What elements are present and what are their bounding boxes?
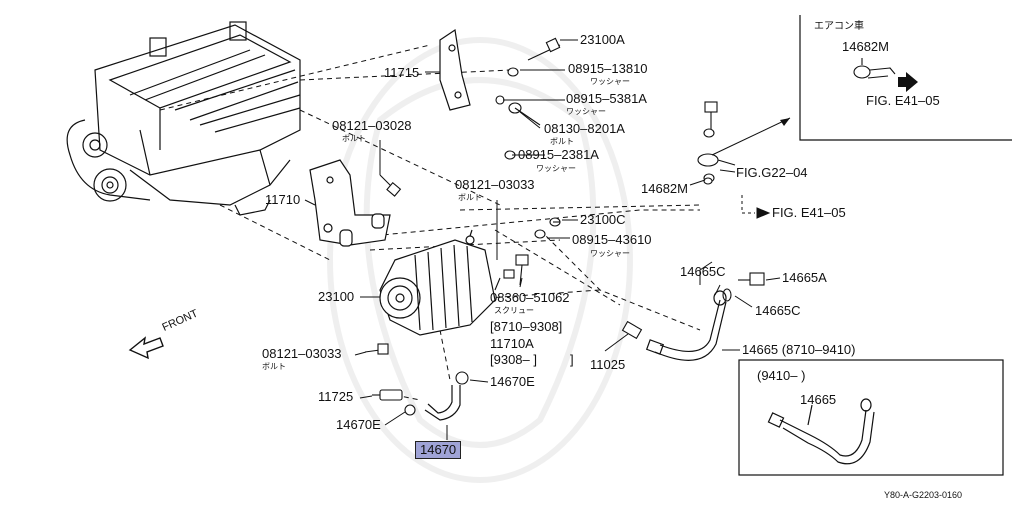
hoses	[424, 117, 791, 421]
label-14670E-right: 14670E	[490, 374, 535, 389]
label-14665A: 14665A	[782, 270, 827, 285]
ac-arrow	[898, 72, 918, 92]
hose-inset-box	[738, 359, 1004, 476]
label-range-8710-9308: [8710–9308]	[490, 319, 563, 334]
label-14665C-right: 14665C	[755, 303, 801, 318]
sub-washer-1: ワッシャー	[590, 77, 630, 86]
label-11710: 11710	[265, 192, 301, 207]
label-08360-51062: 08360–51062	[490, 290, 570, 305]
bracket-11715	[439, 28, 471, 111]
sub-washer-4: ワッシャー	[590, 249, 630, 258]
label-23100C: 23100C	[580, 212, 626, 227]
label-08915-5381A: 08915–5381A	[566, 91, 647, 106]
sub-washer-3: ワッシャー	[536, 164, 576, 173]
label-08915-13810: 08915–13810	[568, 61, 648, 76]
front-arrow	[128, 336, 164, 360]
label-fig-e41-05-inset: FIG. E41–05	[866, 93, 940, 108]
label-14665C-top: 14665C	[680, 264, 726, 279]
watermark-emblem	[327, 37, 633, 483]
label-fig-g22-04: FIG.G22–04	[736, 165, 808, 180]
alternator-23100	[379, 229, 496, 336]
label-14670E-left: 14670E	[336, 417, 381, 432]
ac-inset-part	[853, 58, 896, 79]
label-08121-03028: 08121–03028	[332, 118, 412, 133]
engine-drawing	[66, 21, 301, 216]
ac-inset-box	[799, 15, 1012, 141]
label-14670-highlighted: 14670	[415, 441, 462, 459]
dashed-guides	[159, 44, 701, 401]
sub-screw: スクリュー	[494, 306, 534, 315]
label-08121-03033-top: 08121–03033	[455, 177, 535, 192]
arrowhead	[780, 118, 790, 126]
sub-bolt-1: ボルト	[550, 137, 574, 146]
label-ac-14682M: 14682M	[842, 39, 889, 54]
label-23100A: 23100A	[580, 32, 625, 47]
fig-e41-mid-arrow	[741, 195, 771, 219]
label-23100: 23100	[318, 289, 355, 304]
label-11715: 11715	[384, 65, 420, 80]
label-inset-14665: 14665	[800, 392, 837, 407]
label-08130-8201A: 08130–8201A	[544, 121, 625, 136]
label-08915-43610: 08915–43610	[572, 232, 652, 247]
label-11725: 11725	[318, 389, 354, 404]
label-11710A: 11710A	[490, 336, 534, 351]
label-11025: 11025	[590, 357, 626, 372]
fasteners	[364, 37, 765, 416]
label-aircon: エアコン車	[814, 21, 864, 32]
label-range-9308: [9308– ]	[490, 352, 537, 367]
label-inset-range: (9410– )	[757, 368, 806, 383]
label-fig-e41-05-mid: FIG. E41–05	[772, 205, 846, 220]
sub-washer-2: ワッシャー	[566, 107, 606, 116]
label-08915-2381A: 08915–2381A	[518, 147, 599, 162]
hose-inset-part	[767, 398, 875, 465]
label-range-close: ]	[570, 352, 574, 367]
label-14665-range: 14665 (8710–9410)	[742, 342, 856, 357]
label-14682M: 14682M	[641, 181, 688, 196]
leader-lines	[304, 39, 781, 440]
sub-bolt-3: ボルト	[458, 193, 482, 202]
diagram-code: Y80-A-G2203-0160	[884, 490, 963, 500]
label-08121-03033-bottom: 08121–03033	[262, 346, 342, 361]
bracket-11710	[309, 159, 391, 247]
sub-bolt-2: ボルト	[342, 134, 366, 143]
sub-bolt-4: ボルト	[262, 362, 286, 371]
